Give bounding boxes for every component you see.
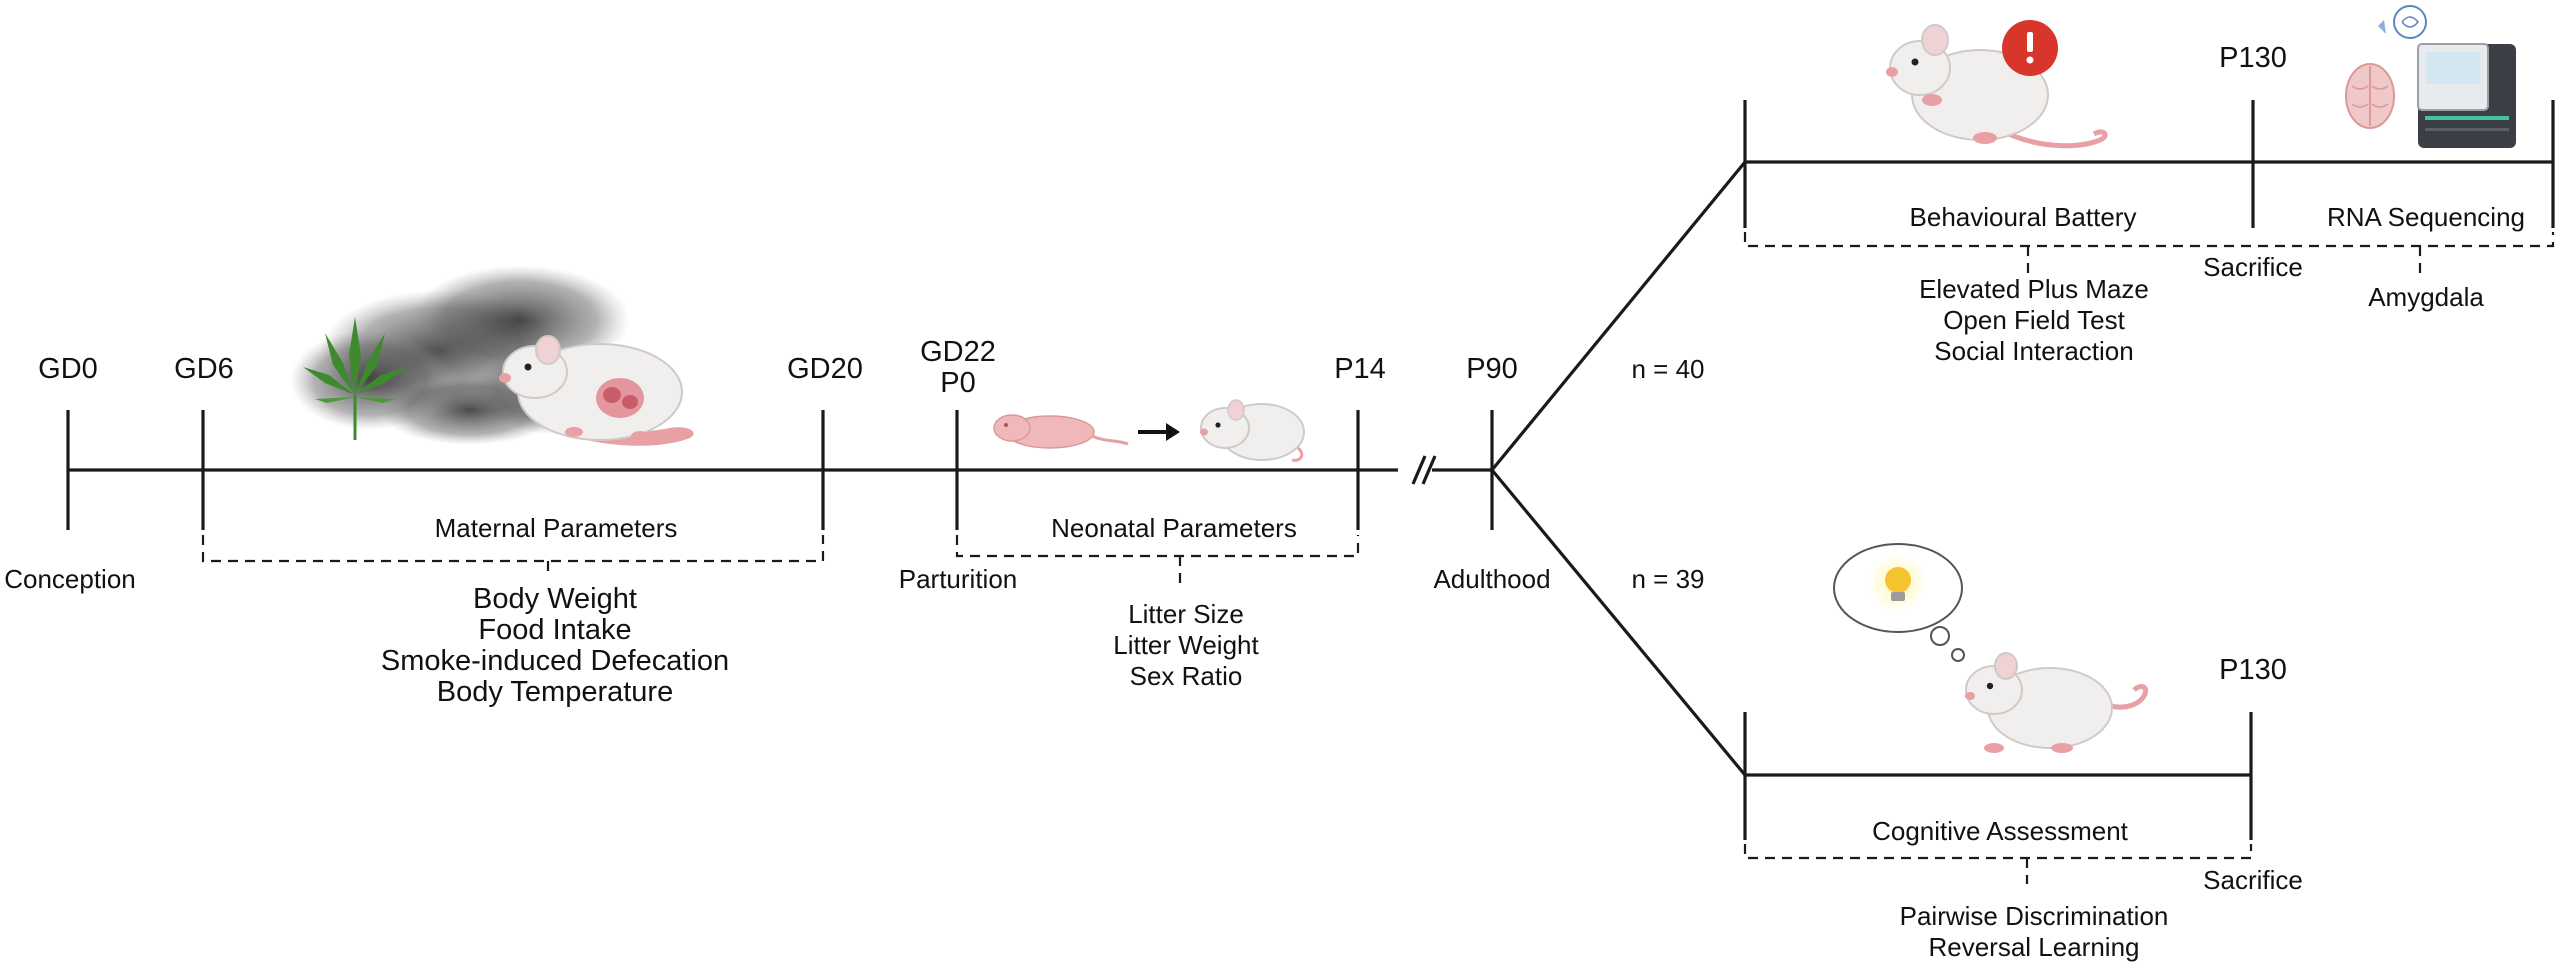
upper-p130-label: P130 (2219, 42, 2287, 74)
timeline-break-icon (1411, 455, 1437, 485)
cannabis-leaf-icon (303, 317, 407, 440)
battery-item: Elevated Plus Maze (1919, 274, 2149, 304)
label-p90: P90 (1466, 353, 1518, 385)
lower-sacrifice-label: Sacrifice (2203, 865, 2303, 895)
upper-sacrifice-label: Sacrifice (2203, 252, 2303, 282)
lower-n-label: n = 39 (1631, 564, 1704, 594)
maternal-item: Food Intake (478, 614, 631, 646)
brain-icon (2345, 63, 2395, 129)
label-p14: P14 (1334, 353, 1386, 385)
maternal-item: Body Weight (473, 583, 637, 615)
rna-title: RNA Sequencing (2327, 202, 2525, 232)
neonatal-bracket (955, 535, 1360, 558)
anxious-rat-icon (1886, 24, 2108, 149)
rna-item: Amygdala (2368, 282, 2484, 312)
battery-item: Social Interaction (1934, 336, 2133, 366)
label-p0: P0 (940, 367, 975, 399)
branch-lower (1490, 468, 1747, 777)
neonatal-title: Neonatal Parameters (1051, 513, 1297, 543)
label-parturition: Parturition (899, 564, 1018, 594)
lower-p130-label: P130 (2219, 654, 2287, 686)
maternal-item: Smoke-induced Defecation (381, 645, 729, 677)
branch-upper (1490, 160, 1747, 472)
label-gd0: GD0 (38, 353, 98, 385)
label-gd6: GD6 (174, 353, 234, 385)
battery-item: Open Field Test (1943, 305, 2125, 335)
label-conception: Conception (4, 564, 136, 594)
neonatal-item: Sex Ratio (1130, 661, 1243, 691)
upper-bracket (1743, 232, 2555, 248)
maternal-item: Body Temperature (437, 676, 673, 708)
cog-item: Pairwise Discrimination (1900, 901, 2169, 931)
cog-item: Reversal Learning (1928, 932, 2139, 962)
lightbulb-icon (1868, 553, 1928, 613)
rat-pup-icon (993, 414, 1129, 449)
lower-bracket (1743, 844, 2253, 860)
sequencer-icon (2378, 5, 2516, 148)
upper-n-label: n = 40 (1631, 354, 1704, 384)
arrow-icon (1138, 423, 1180, 441)
cog-title: Cognitive Assessment (1872, 816, 2129, 846)
battery-title: Behavioural Battery (1910, 202, 2137, 232)
label-gd22: GD22 (920, 336, 996, 368)
label-gd20: GD20 (787, 353, 863, 385)
alert-icon (2002, 20, 2058, 76)
young-rat-icon (1200, 399, 1305, 462)
neonatal-item: Litter Weight (1113, 630, 1259, 660)
thinking-rat-icon (1965, 652, 2149, 753)
pregnant-rat-icon (499, 335, 694, 446)
maternal-title: Maternal Parameters (435, 513, 678, 543)
label-adulthood: Adulthood (1433, 564, 1550, 594)
neonatal-item: Litter Size (1128, 599, 1244, 629)
